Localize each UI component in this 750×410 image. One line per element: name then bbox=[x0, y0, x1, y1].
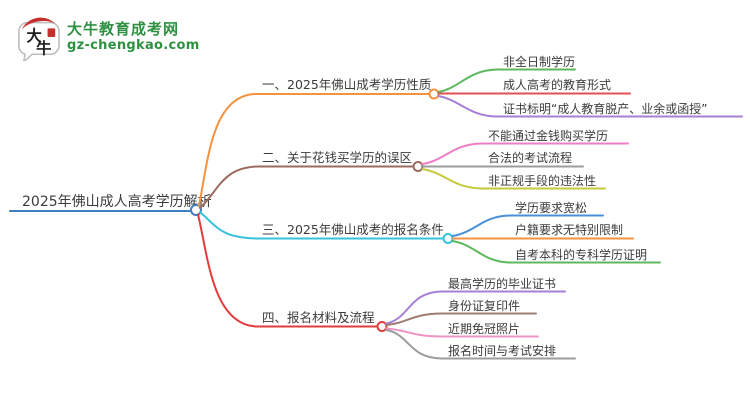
root-collapse-toggle[interactable] bbox=[190, 204, 202, 216]
logo-char-top: 大 bbox=[27, 27, 43, 45]
branch-1-child-2-label[interactable]: 成人高考的教育形式 bbox=[503, 77, 611, 92]
logo-char-bottom: 牛 bbox=[36, 39, 51, 57]
branch-3-child-1-line bbox=[451, 214, 604, 237]
branch-2-child-1-label[interactable]: 不能通过金钱购买学历 bbox=[488, 128, 608, 143]
branch-2-child-3-line bbox=[421, 168, 606, 190]
branch-4: 四、报名材料及流程 最高学历的毕业证书 身份证复印件 近期免冠照片 报名时间与考… bbox=[197, 213, 576, 360]
branch-1-line bbox=[198, 93, 430, 207]
branch-1-child-3-label[interactable]: 证书标明“成人教育脱产、业余或函授” bbox=[503, 101, 707, 116]
branch-1-child-3-line bbox=[437, 95, 743, 118]
branch-4-child-2-line bbox=[385, 312, 537, 326]
logo-subtitle: gz-chengkao.com bbox=[67, 38, 200, 54]
branch-4-child-4-label[interactable]: 报名时间与考试安排 bbox=[448, 343, 556, 358]
branch-4-child-3-label[interactable]: 近期免冠照片 bbox=[448, 321, 520, 336]
branch-4-child-1-label[interactable]: 最高学历的毕业证书 bbox=[448, 276, 556, 291]
branch-3-child-1-label[interactable]: 学历要求宽松 bbox=[515, 200, 587, 215]
branch-2-child-1-line bbox=[421, 142, 629, 165]
branch-3-collapse-toggle[interactable] bbox=[442, 233, 454, 244]
branch-4-child-1-line bbox=[385, 290, 566, 325]
branch-3-line bbox=[199, 211, 444, 240]
branch-2-line bbox=[199, 165, 414, 209]
root-node: 2025年佛山成人高考学历解析 bbox=[9, 193, 212, 216]
branch-2: 二、关于花钱买学历的误区 不能通过金钱购买学历 合法的考试流程 非正规手段的违法… bbox=[199, 128, 629, 209]
branch-2-collapse-toggle[interactable] bbox=[412, 161, 424, 172]
branch-1-label[interactable]: 一、2025年佛山成考学历性质 bbox=[262, 77, 431, 92]
branch-4-child-4-line bbox=[385, 329, 576, 360]
branch-4-child-2-label[interactable]: 身份证复印件 bbox=[448, 298, 520, 313]
root-label[interactable]: 2025年佛山成人高考学历解析 bbox=[22, 193, 212, 210]
branch-1-child-1-line bbox=[437, 68, 576, 93]
branch-2-child-2-label[interactable]: 合法的考试流程 bbox=[488, 150, 572, 165]
branch-3-label[interactable]: 三、2025年佛山成考的报名条件 bbox=[262, 222, 444, 237]
site-logo[interactable]: 大 牛 大牛教育成考网 gz-chengkao.com bbox=[16, 13, 200, 61]
branch-3-child-2-label[interactable]: 户籍要求无特别限制 bbox=[515, 222, 623, 237]
branch-3-child-3-line bbox=[451, 240, 661, 264]
logo-seal bbox=[47, 28, 56, 37]
branch-3-child-3-label[interactable]: 自考本科的专科学历证明 bbox=[515, 247, 647, 262]
logo-red-arc bbox=[21, 17, 56, 30]
branch-3: 三、2025年佛山成考的报名条件 学历要求宽松 户籍要求无特别限制 自考本科的专… bbox=[199, 200, 661, 264]
branch-4-label[interactable]: 四、报名材料及流程 bbox=[262, 310, 375, 325]
branch-2-label[interactable]: 二、关于花钱买学历的误区 bbox=[262, 150, 412, 165]
branch-4-child-3-line bbox=[385, 327, 539, 338]
daniu-logo-icon: 大 牛 bbox=[18, 17, 60, 61]
branch-4-line bbox=[197, 213, 378, 328]
branch-4-collapse-toggle[interactable] bbox=[376, 321, 388, 332]
branch-1-child-1-label[interactable]: 非全日制学历 bbox=[503, 54, 575, 69]
branch-2-child-3-label[interactable]: 非正规手段的违法性 bbox=[488, 173, 596, 188]
logo-title: 大牛教育成考网 bbox=[67, 19, 180, 38]
branch-1-collapse-toggle[interactable] bbox=[428, 88, 440, 100]
branch-1: 一、2025年佛山成考学历性质 非全日制学历 成人高考的教育形式 证书标明“成人… bbox=[198, 54, 743, 207]
